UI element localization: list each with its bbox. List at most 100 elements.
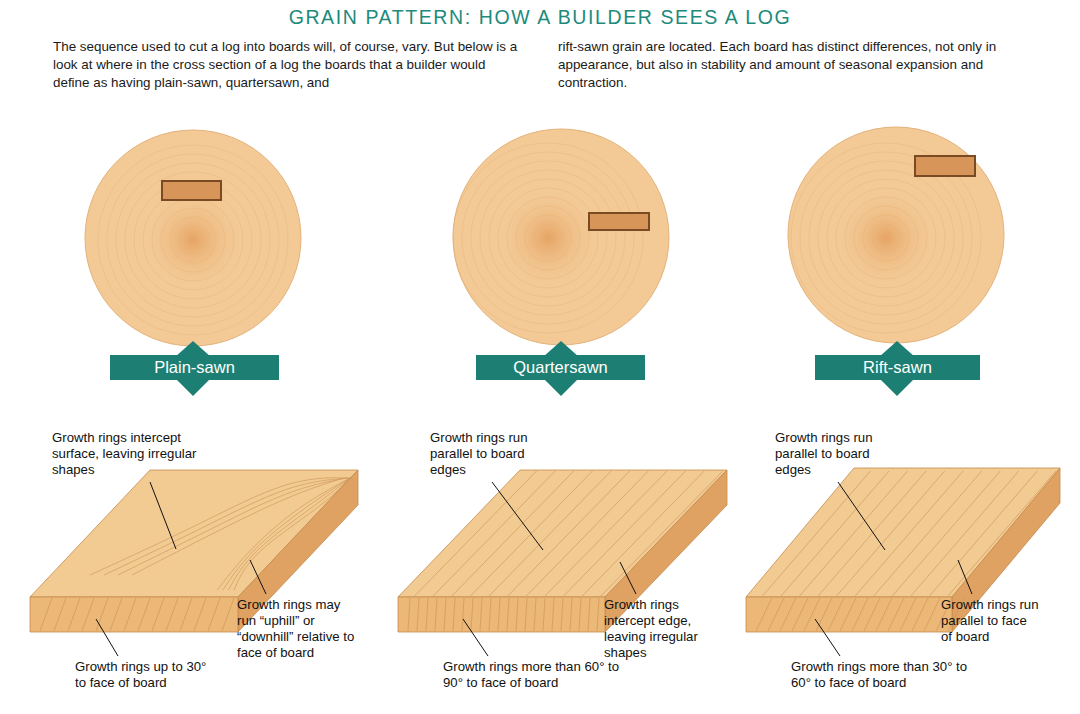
grain-line <box>837 471 945 596</box>
growth-ring <box>836 188 936 288</box>
grain-line <box>417 598 419 631</box>
grain-line <box>874 471 982 596</box>
grain-lines <box>40 471 1056 631</box>
grain-line <box>929 471 1037 596</box>
grain-line <box>222 598 234 631</box>
growth-ring <box>498 188 598 288</box>
label-band: Plain-sawn <box>110 355 279 380</box>
grain-line <box>234 478 350 590</box>
grain-line <box>516 598 518 631</box>
label-band: Rift-sawn <box>815 355 980 380</box>
grain-line <box>800 471 908 596</box>
growth-ring <box>480 170 616 306</box>
growth-ring <box>170 217 216 263</box>
growth-ring <box>791 143 981 333</box>
grain-line <box>948 471 1056 596</box>
growth-ring <box>800 152 972 324</box>
growth-ring <box>845 197 927 279</box>
grain-line <box>444 598 446 631</box>
leader-line <box>463 619 488 656</box>
callout-text: Growth rings intercept edge, leaving irr… <box>604 597 716 661</box>
intro-text: rift-sawn grain are located. Each board … <box>558 38 1013 92</box>
board-cut <box>162 181 221 200</box>
grain-line <box>433 471 555 596</box>
grain-line <box>597 598 599 631</box>
grain-line <box>471 598 473 631</box>
label-band: Quartersawn <box>476 355 645 380</box>
grain-line <box>543 598 545 631</box>
log <box>85 130 301 346</box>
grain-line <box>435 598 437 631</box>
grain-line <box>840 598 856 631</box>
illustration-part <box>453 143 643 333</box>
grain-line <box>924 598 940 631</box>
grain-line <box>132 478 344 575</box>
growth-ring <box>179 226 207 254</box>
growth-ring <box>516 206 580 270</box>
grain-line <box>792 598 808 631</box>
board-end <box>398 597 605 632</box>
grain-line <box>561 598 563 631</box>
board-cut <box>915 156 975 176</box>
grain-line <box>579 598 581 631</box>
grain-line <box>408 598 410 631</box>
grain-line <box>912 598 928 631</box>
board-end <box>746 597 952 632</box>
grain-line <box>816 598 832 631</box>
intro-text: The sequence used to cut a log into boar… <box>53 38 523 92</box>
grain-line <box>892 471 1000 596</box>
grain-line <box>911 471 1019 596</box>
grain-line <box>470 471 592 596</box>
grain-line <box>480 598 482 631</box>
grain-line <box>876 598 892 631</box>
leader-line <box>150 482 176 549</box>
grain-line <box>453 598 455 631</box>
callout-text: Growth rings intercept surface, leaving … <box>52 430 202 478</box>
band-label: Quartersawn <box>513 358 607 377</box>
leader-line <box>96 619 118 656</box>
grain-line <box>768 598 784 631</box>
grain-line <box>781 471 889 596</box>
grain-line <box>525 598 527 631</box>
grain-line <box>552 598 554 631</box>
callout-text: Growth rings run parallel to face of boa… <box>941 597 1041 645</box>
callout-text: Growth rings more than 30° to 60° to fac… <box>791 659 975 691</box>
growth-ring <box>471 161 625 315</box>
grain-line <box>96 598 108 631</box>
grain-line <box>124 598 136 631</box>
growth-ring <box>863 215 909 261</box>
grain-line <box>570 598 572 631</box>
grain-line <box>588 598 590 631</box>
growth-ring <box>152 199 234 281</box>
grain-line <box>104 478 349 575</box>
grain-line <box>900 598 916 631</box>
grain-line <box>90 478 352 575</box>
leader-line <box>815 619 840 656</box>
grain-line <box>864 598 880 631</box>
grain-line <box>526 471 648 596</box>
growth-ring <box>854 206 918 270</box>
grain-line <box>452 471 574 596</box>
double-arrows <box>175 341 915 396</box>
growth-ring <box>125 172 261 308</box>
grain-line <box>804 598 820 631</box>
callout-text: Growth rings run parallel to board edges <box>430 430 528 478</box>
log-disc <box>788 127 1004 343</box>
growth-ring <box>107 154 279 326</box>
illustration-part <box>98 145 288 335</box>
grain-line <box>110 598 122 631</box>
growth-ring <box>534 224 562 252</box>
log <box>453 129 669 345</box>
grain-line <box>508 471 630 596</box>
log-heart <box>836 188 936 288</box>
grain-line <box>818 471 926 596</box>
grain-line <box>228 478 350 590</box>
grain-line <box>855 471 963 596</box>
callout-text: Growth rings may run “uphill” or “downhi… <box>237 597 361 661</box>
grain-line <box>208 598 220 631</box>
grain-line <box>166 598 178 631</box>
growth-ring <box>809 161 963 315</box>
grain-line <box>180 598 192 631</box>
leader-line <box>958 560 972 594</box>
